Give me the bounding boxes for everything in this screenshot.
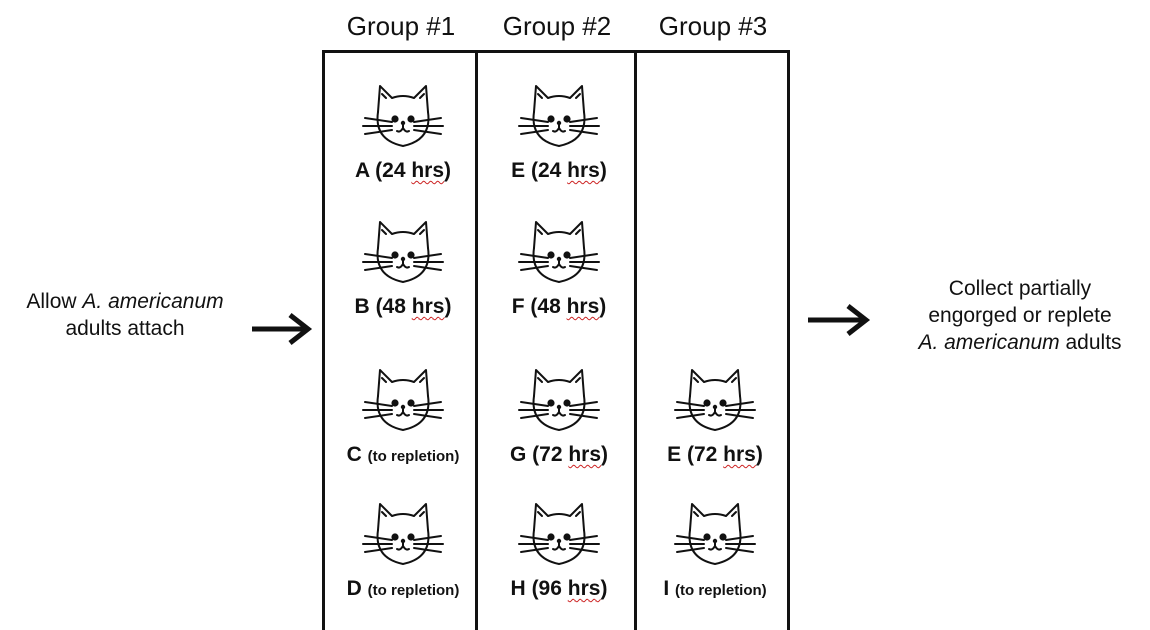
group-3-header: Group #3 [658,11,768,41]
collect-instruction: Collect partially engorged or replete A.… [890,275,1150,356]
cat-label: E (24 hrs) [481,158,637,184]
cat-label: I (to repletion) [637,576,793,604]
group-1-column [322,50,478,630]
collect-line-2: engorged or replete [928,304,1112,327]
cat-duration: (24 hrs) [530,159,607,182]
cat-duration: (48 hrs) [375,295,452,318]
right-arrow-icon [252,313,313,345]
cat-label: D (to repletion) [325,576,481,604]
cat-label: F (48 hrs) [481,294,637,320]
collect-suffix: adults [1059,331,1122,354]
cat-duration: (72 hrs) [532,443,609,466]
cat-label: E (72 hrs) [637,442,793,468]
cat-letter: I [663,577,670,600]
cat-face-icon [348,360,458,440]
cat-duration: (24 hrs) [375,159,452,182]
species-name: A. americanum [82,290,224,313]
right-arrow-icon [808,304,871,336]
cat-letter: G [509,443,527,466]
cat-letter: E [511,159,526,182]
cat-face-icon [504,494,614,574]
group-2-header: Group #2 [502,11,612,41]
cat-label: C (to repletion) [325,442,481,470]
cat-letter: A [354,159,370,182]
cat-duration: (48 hrs) [530,295,607,318]
species-name: A. americanum [918,331,1060,354]
cat-label: A (24 hrs) [325,158,481,184]
cat-face-icon [348,212,458,292]
cat-face-icon [348,76,458,156]
attach-prefix: Allow [26,290,83,313]
cat-face-icon [660,494,770,574]
cat-duration: (to repletion) [367,448,460,465]
cat-label: B (48 hrs) [325,294,481,320]
cat-face-icon [504,76,614,156]
cat-letter: H [510,577,526,600]
cat-letter: D [346,577,362,600]
cat-face-icon [348,494,458,574]
attach-line-2: adults attach [65,317,185,340]
cat-letter: B [354,295,370,318]
cat-face-icon [504,360,614,440]
cat-duration: (72 hrs) [686,443,763,466]
group-3-column [634,50,790,630]
group-1-header: Group #1 [346,11,456,41]
cat-letter: C [346,443,362,466]
collect-line-1: Collect partially [948,277,1092,300]
cat-label: H (96 hrs) [481,576,637,602]
cat-face-icon [660,360,770,440]
cat-letter: F [511,295,525,318]
attach-instruction: Allow A. americanum adults attach [0,288,250,342]
cat-label: G (72 hrs) [481,442,637,468]
cat-letter: E [667,443,682,466]
cat-duration: (96 hrs) [531,577,608,600]
cat-duration: (to repletion) [367,582,460,599]
cat-face-icon [504,212,614,292]
cat-duration: (to repletion) [675,582,767,599]
